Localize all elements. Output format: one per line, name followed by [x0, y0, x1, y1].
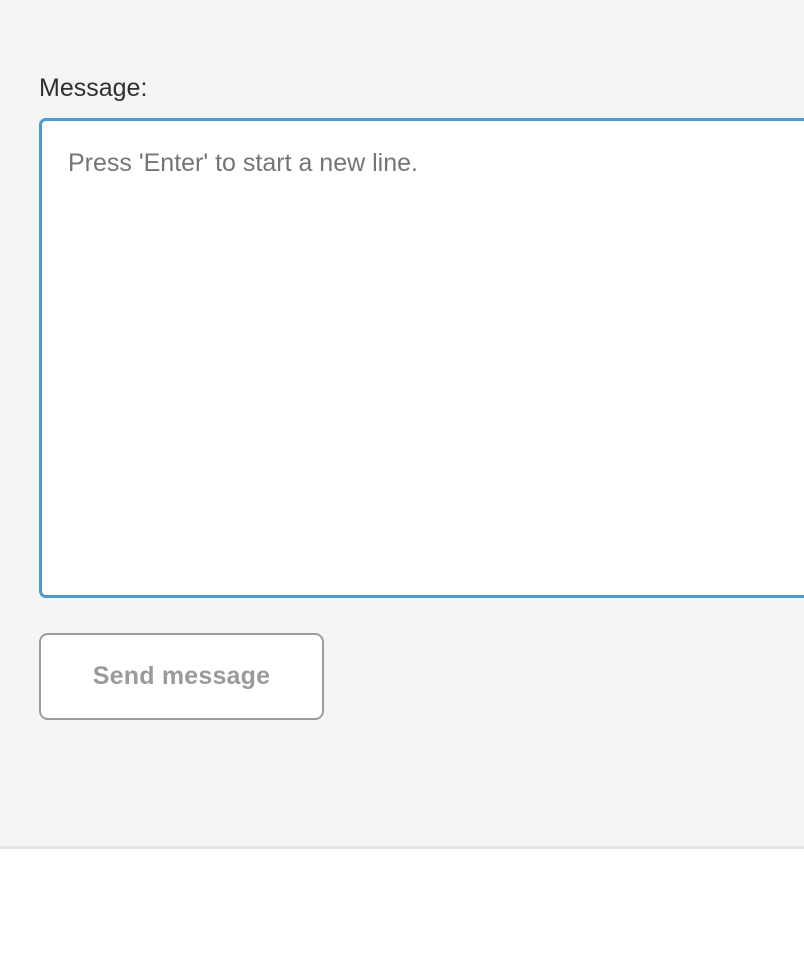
- composer-panel: Message: Send message: [0, 74, 804, 849]
- message-field-label: Message:: [39, 74, 148, 102]
- page-body-blank-area: [0, 852, 804, 980]
- message-input[interactable]: [39, 118, 804, 598]
- send-message-button[interactable]: Send message: [39, 633, 324, 720]
